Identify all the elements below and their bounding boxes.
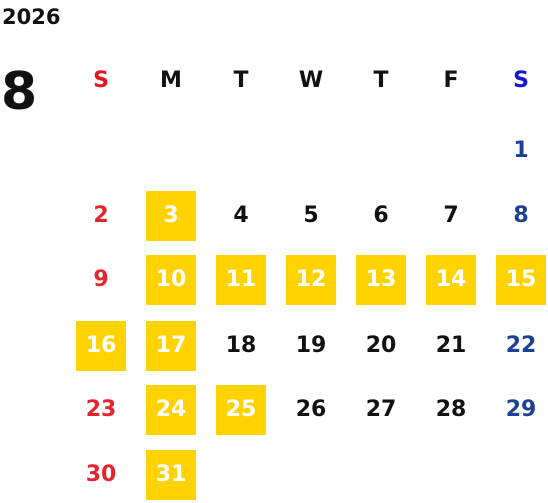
day-cell-14[interactable]: 14 [426,255,476,305]
day-cell-24[interactable]: 24 [146,385,196,435]
weekday-header-sun: S [93,68,109,93]
day-cell-18[interactable]: 18 [225,333,257,358]
day-cell-29[interactable]: 29 [505,397,537,422]
day-cell-27[interactable]: 27 [365,397,397,422]
day-cell-9[interactable]: 9 [93,267,109,292]
month-number: 8 [1,62,38,122]
day-cell-17[interactable]: 17 [146,321,196,371]
weekday-header-thu: T [373,68,389,93]
weekday-header-mon: M [160,68,182,93]
day-cell-10[interactable]: 10 [146,255,196,305]
day-cell-4[interactable]: 4 [233,203,249,228]
day-cell-25[interactable]: 25 [216,385,266,435]
day-cell-21[interactable]: 21 [435,333,467,358]
day-cell-26[interactable]: 26 [295,397,327,422]
day-cell-20[interactable]: 20 [365,333,397,358]
day-cell-7[interactable]: 7 [443,203,459,228]
weekday-header-fri: F [443,68,459,93]
day-cell-2[interactable]: 2 [93,203,109,228]
day-cell-23[interactable]: 23 [85,397,117,422]
weekday-header-wed: W [298,68,324,93]
day-cell-12[interactable]: 12 [286,255,336,305]
day-cell-16[interactable]: 16 [76,321,126,371]
day-cell-22[interactable]: 22 [505,333,537,358]
day-cell-8[interactable]: 8 [513,203,529,228]
day-cell-28[interactable]: 28 [435,397,467,422]
weekday-header-sat: S [513,68,529,93]
day-cell-11[interactable]: 11 [216,255,266,305]
year-label: 2026 [2,5,61,29]
day-cell-3[interactable]: 3 [146,191,196,241]
day-cell-19[interactable]: 19 [295,333,327,358]
day-cell-13[interactable]: 13 [356,255,406,305]
day-cell-30[interactable]: 30 [85,462,117,487]
day-cell-31[interactable]: 31 [146,450,196,500]
day-cell-5[interactable]: 5 [303,203,319,228]
day-cell-15[interactable]: 15 [496,255,546,305]
weekday-header-tue: T [233,68,249,93]
day-cell-6[interactable]: 6 [373,203,389,228]
day-cell-1[interactable]: 1 [513,138,529,163]
